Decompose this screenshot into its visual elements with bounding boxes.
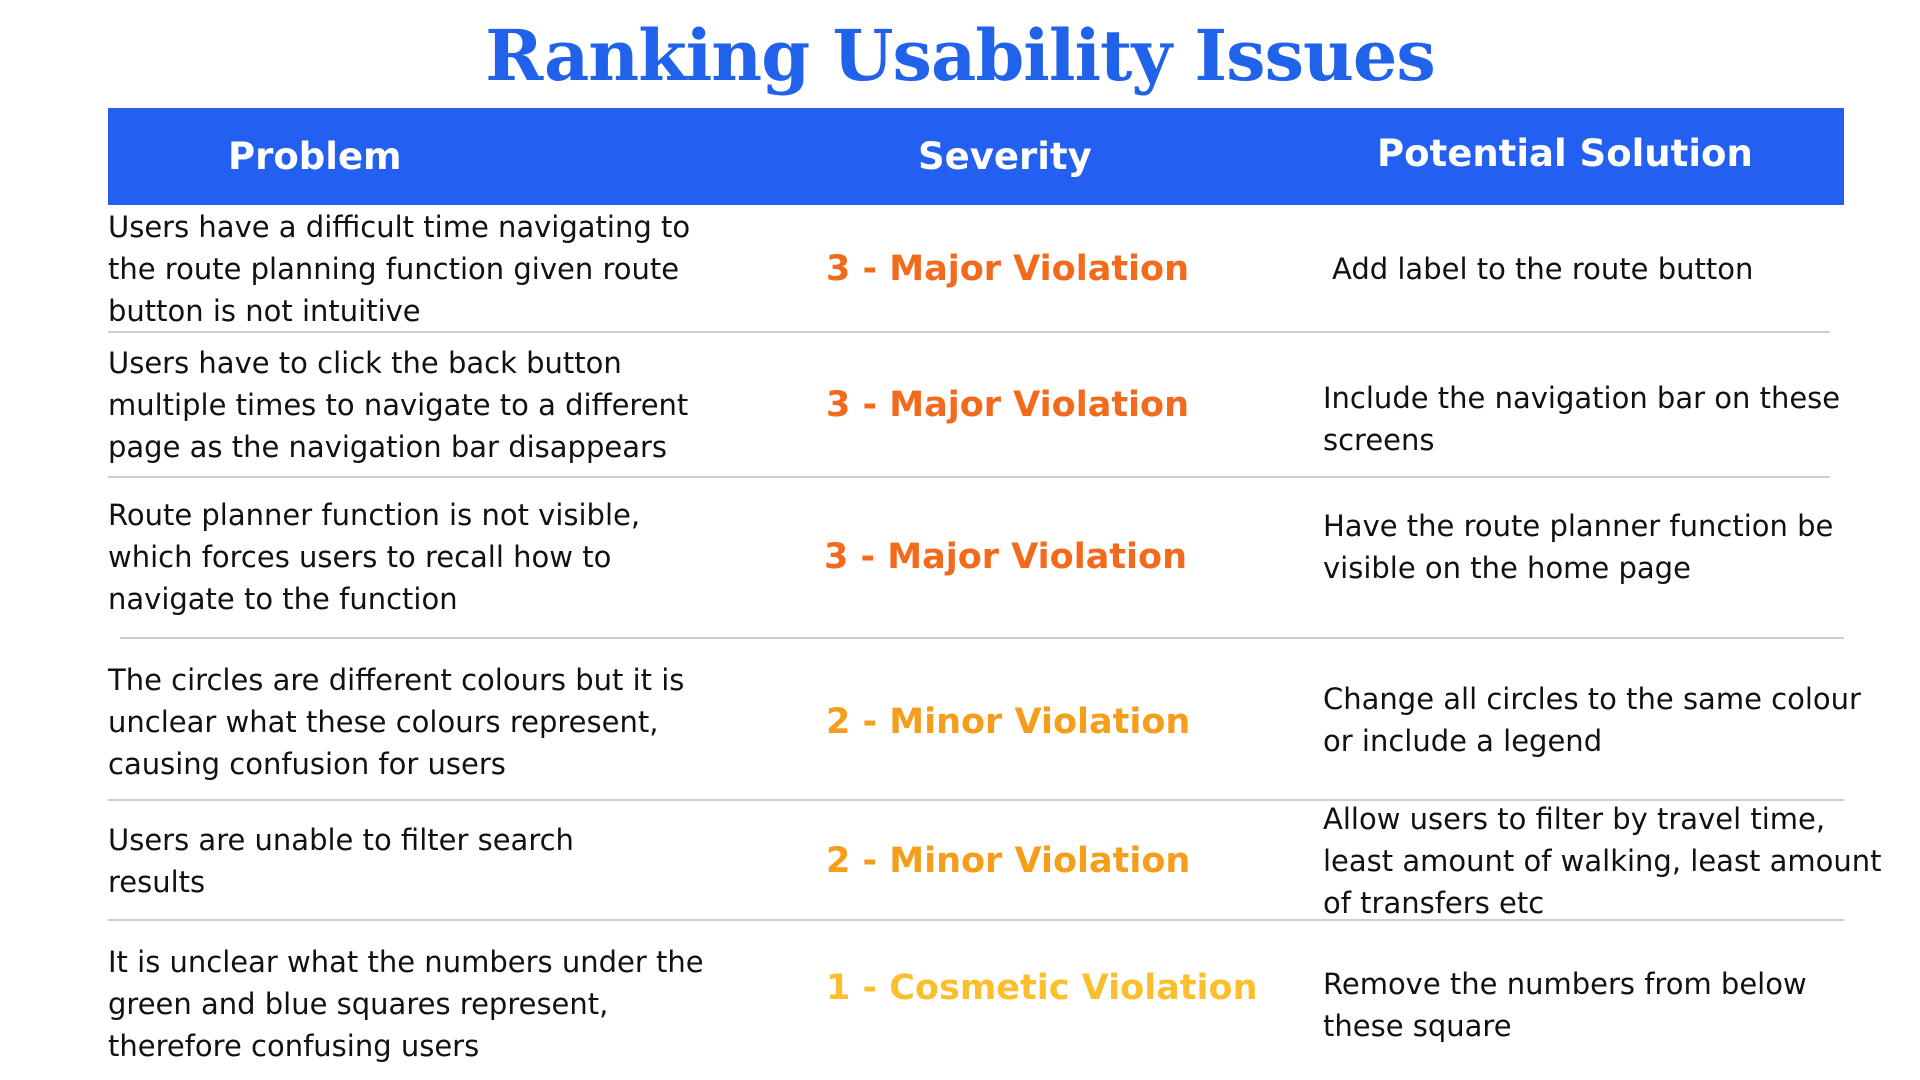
solution-text: Allow users to filter by travel time, le… xyxy=(1323,801,1882,920)
column-header-severity: Severity xyxy=(918,135,1092,178)
severity-label: 3 - Major Violation xyxy=(826,385,1190,425)
table-row: Route planner function is not visible, w… xyxy=(0,491,1920,623)
table-row: It is unclear what the numbers under the… xyxy=(0,938,1920,1070)
table-row: Users have to click the back button mult… xyxy=(0,339,1920,471)
solution-cell: Include the navigation bar on these scre… xyxy=(1323,367,1868,471)
problem-cell: The circles are different colours but it… xyxy=(108,656,708,788)
row-divider xyxy=(108,476,1830,478)
problem-cell: It is unclear what the numbers under the… xyxy=(108,938,708,1070)
severity-label: 1 - Cosmetic Violation xyxy=(826,968,1258,1008)
solution-cell: Allow users to filter by travel time, le… xyxy=(1323,802,1888,920)
table-row: Users are unable to filter search result… xyxy=(0,802,1920,920)
severity-label: 3 - Major Violation xyxy=(826,249,1190,289)
severity-label: 3 - Major Violation xyxy=(824,537,1188,577)
row-divider xyxy=(120,637,1844,639)
solution-text: Remove the numbers from below these squa… xyxy=(1323,967,1807,1043)
severity-label: 2 - Minor Violation xyxy=(826,702,1191,742)
problem-text: Users are unable to filter search result… xyxy=(108,822,574,899)
solution-text: Add label to the route button xyxy=(1332,252,1754,286)
table-row: The circles are different colours but it… xyxy=(0,656,1920,788)
severity-cell: 3 - Major Violation xyxy=(826,206,1246,332)
problem-cell: Route planner function is not visible, w… xyxy=(108,491,708,623)
problem-text: Users have a difficult time navigating t… xyxy=(108,210,691,328)
severity-cell: 1 - Cosmetic Violation xyxy=(826,906,1286,1070)
table-row: Users have a difficult time navigating t… xyxy=(0,206,1920,332)
severity-cell: 3 - Major Violation xyxy=(824,491,1244,623)
problem-text: The circles are different colours but it… xyxy=(108,663,685,781)
solution-cell: Remove the numbers from below these squa… xyxy=(1323,940,1868,1070)
solution-cell: Add label to the route button xyxy=(1332,206,1877,332)
column-header-solution: Potential Solution xyxy=(1377,132,1753,175)
solution-text: Include the navigation bar on these scre… xyxy=(1323,381,1841,457)
table-header: Problem Severity Potential Solution xyxy=(108,108,1844,205)
page-title: Ranking Usability Issues xyxy=(485,14,1436,97)
problem-text: Route planner function is not visible, w… xyxy=(108,498,641,616)
row-divider xyxy=(108,331,1830,333)
row-divider xyxy=(108,799,1844,801)
severity-label: 2 - Minor Violation xyxy=(826,840,1191,881)
solution-text: Change all circles to the same colour or… xyxy=(1323,682,1861,758)
severity-cell: 3 - Major Violation xyxy=(826,339,1246,471)
problem-cell: Users have to click the back button mult… xyxy=(108,339,708,471)
row-divider xyxy=(108,919,1844,921)
problem-text: It is unclear what the numbers under the… xyxy=(108,945,704,1063)
severity-cell: 2 - Minor Violation xyxy=(826,656,1246,788)
severity-cell: 2 - Minor Violation xyxy=(826,802,1246,919)
column-header-problem: Problem xyxy=(228,135,402,178)
problem-cell: Users have a difficult time navigating t… xyxy=(108,206,708,332)
solution-cell: Change all circles to the same colour or… xyxy=(1323,652,1883,788)
problem-cell: Users are unable to filter search result… xyxy=(108,802,608,919)
problem-text: Users have to click the back button mult… xyxy=(108,346,689,464)
solution-text: Have the route planner function be visib… xyxy=(1323,509,1834,585)
solution-cell: Have the route planner function be visib… xyxy=(1323,471,1868,623)
